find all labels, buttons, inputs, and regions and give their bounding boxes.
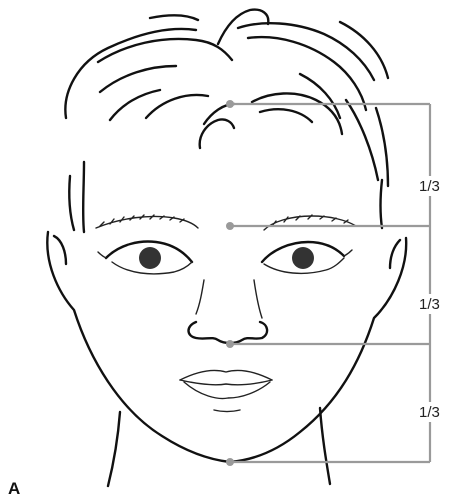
mouth-drawing (180, 370, 272, 411)
face-outline (47, 232, 406, 486)
proportion-label-lower: 1/3 (419, 404, 440, 421)
hair-drawing (65, 10, 388, 232)
eyebrows-drawing (96, 215, 356, 230)
proportion-guides (226, 100, 430, 466)
nose-drawing (189, 280, 268, 343)
left-eye-drawing (98, 242, 192, 274)
point-hairline (226, 100, 234, 108)
point-chin (226, 458, 234, 466)
point-brow (226, 222, 234, 230)
point-nose-base (226, 340, 234, 348)
proportion-label-upper: 1/3 (419, 178, 440, 195)
panel-label: A (8, 479, 20, 498)
right-eye-drawing (262, 242, 352, 273)
proportion-label-middle: 1/3 (419, 296, 440, 313)
